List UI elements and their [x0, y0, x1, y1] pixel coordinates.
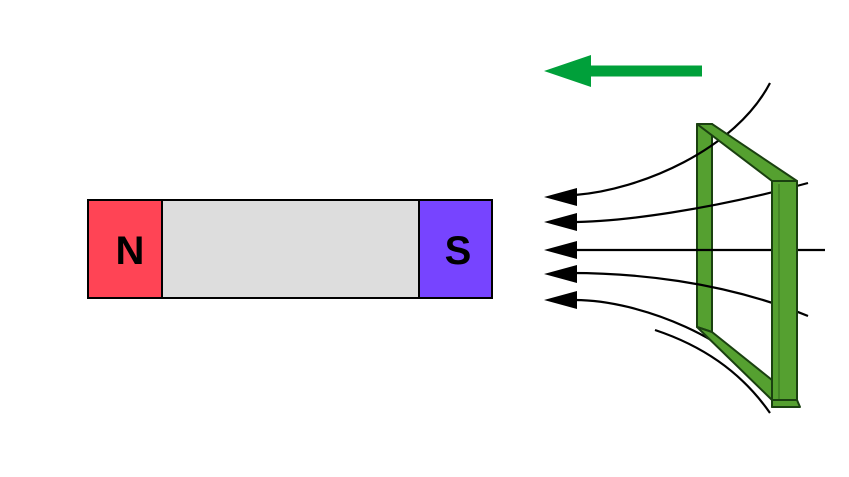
field-arrowhead: [544, 241, 577, 259]
wire-loop-back: [696, 123, 713, 333]
field-arrowhead: [544, 291, 577, 309]
magnet-south-pole: [418, 199, 493, 299]
field-arrowhead: [544, 213, 577, 231]
bar-magnet: N S: [87, 199, 493, 299]
motion-arrow: [544, 55, 702, 87]
south-label: S: [445, 229, 472, 273]
motion-arrow-head: [544, 55, 591, 87]
wire-loop-front: [696, 123, 801, 408]
field-arrowhead: [544, 265, 577, 283]
loop-back-edge: [696, 123, 713, 333]
north-label: N: [116, 229, 145, 273]
loop-front-edge: [771, 180, 798, 408]
field-line-lowest: [654, 328, 771, 414]
loop-bottom-foot: [771, 399, 801, 408]
field-arrowheads: [544, 188, 577, 309]
field-arrowhead: [544, 188, 577, 206]
magnet-body: [161, 199, 420, 299]
field-line-outer-top: [574, 82, 771, 197]
